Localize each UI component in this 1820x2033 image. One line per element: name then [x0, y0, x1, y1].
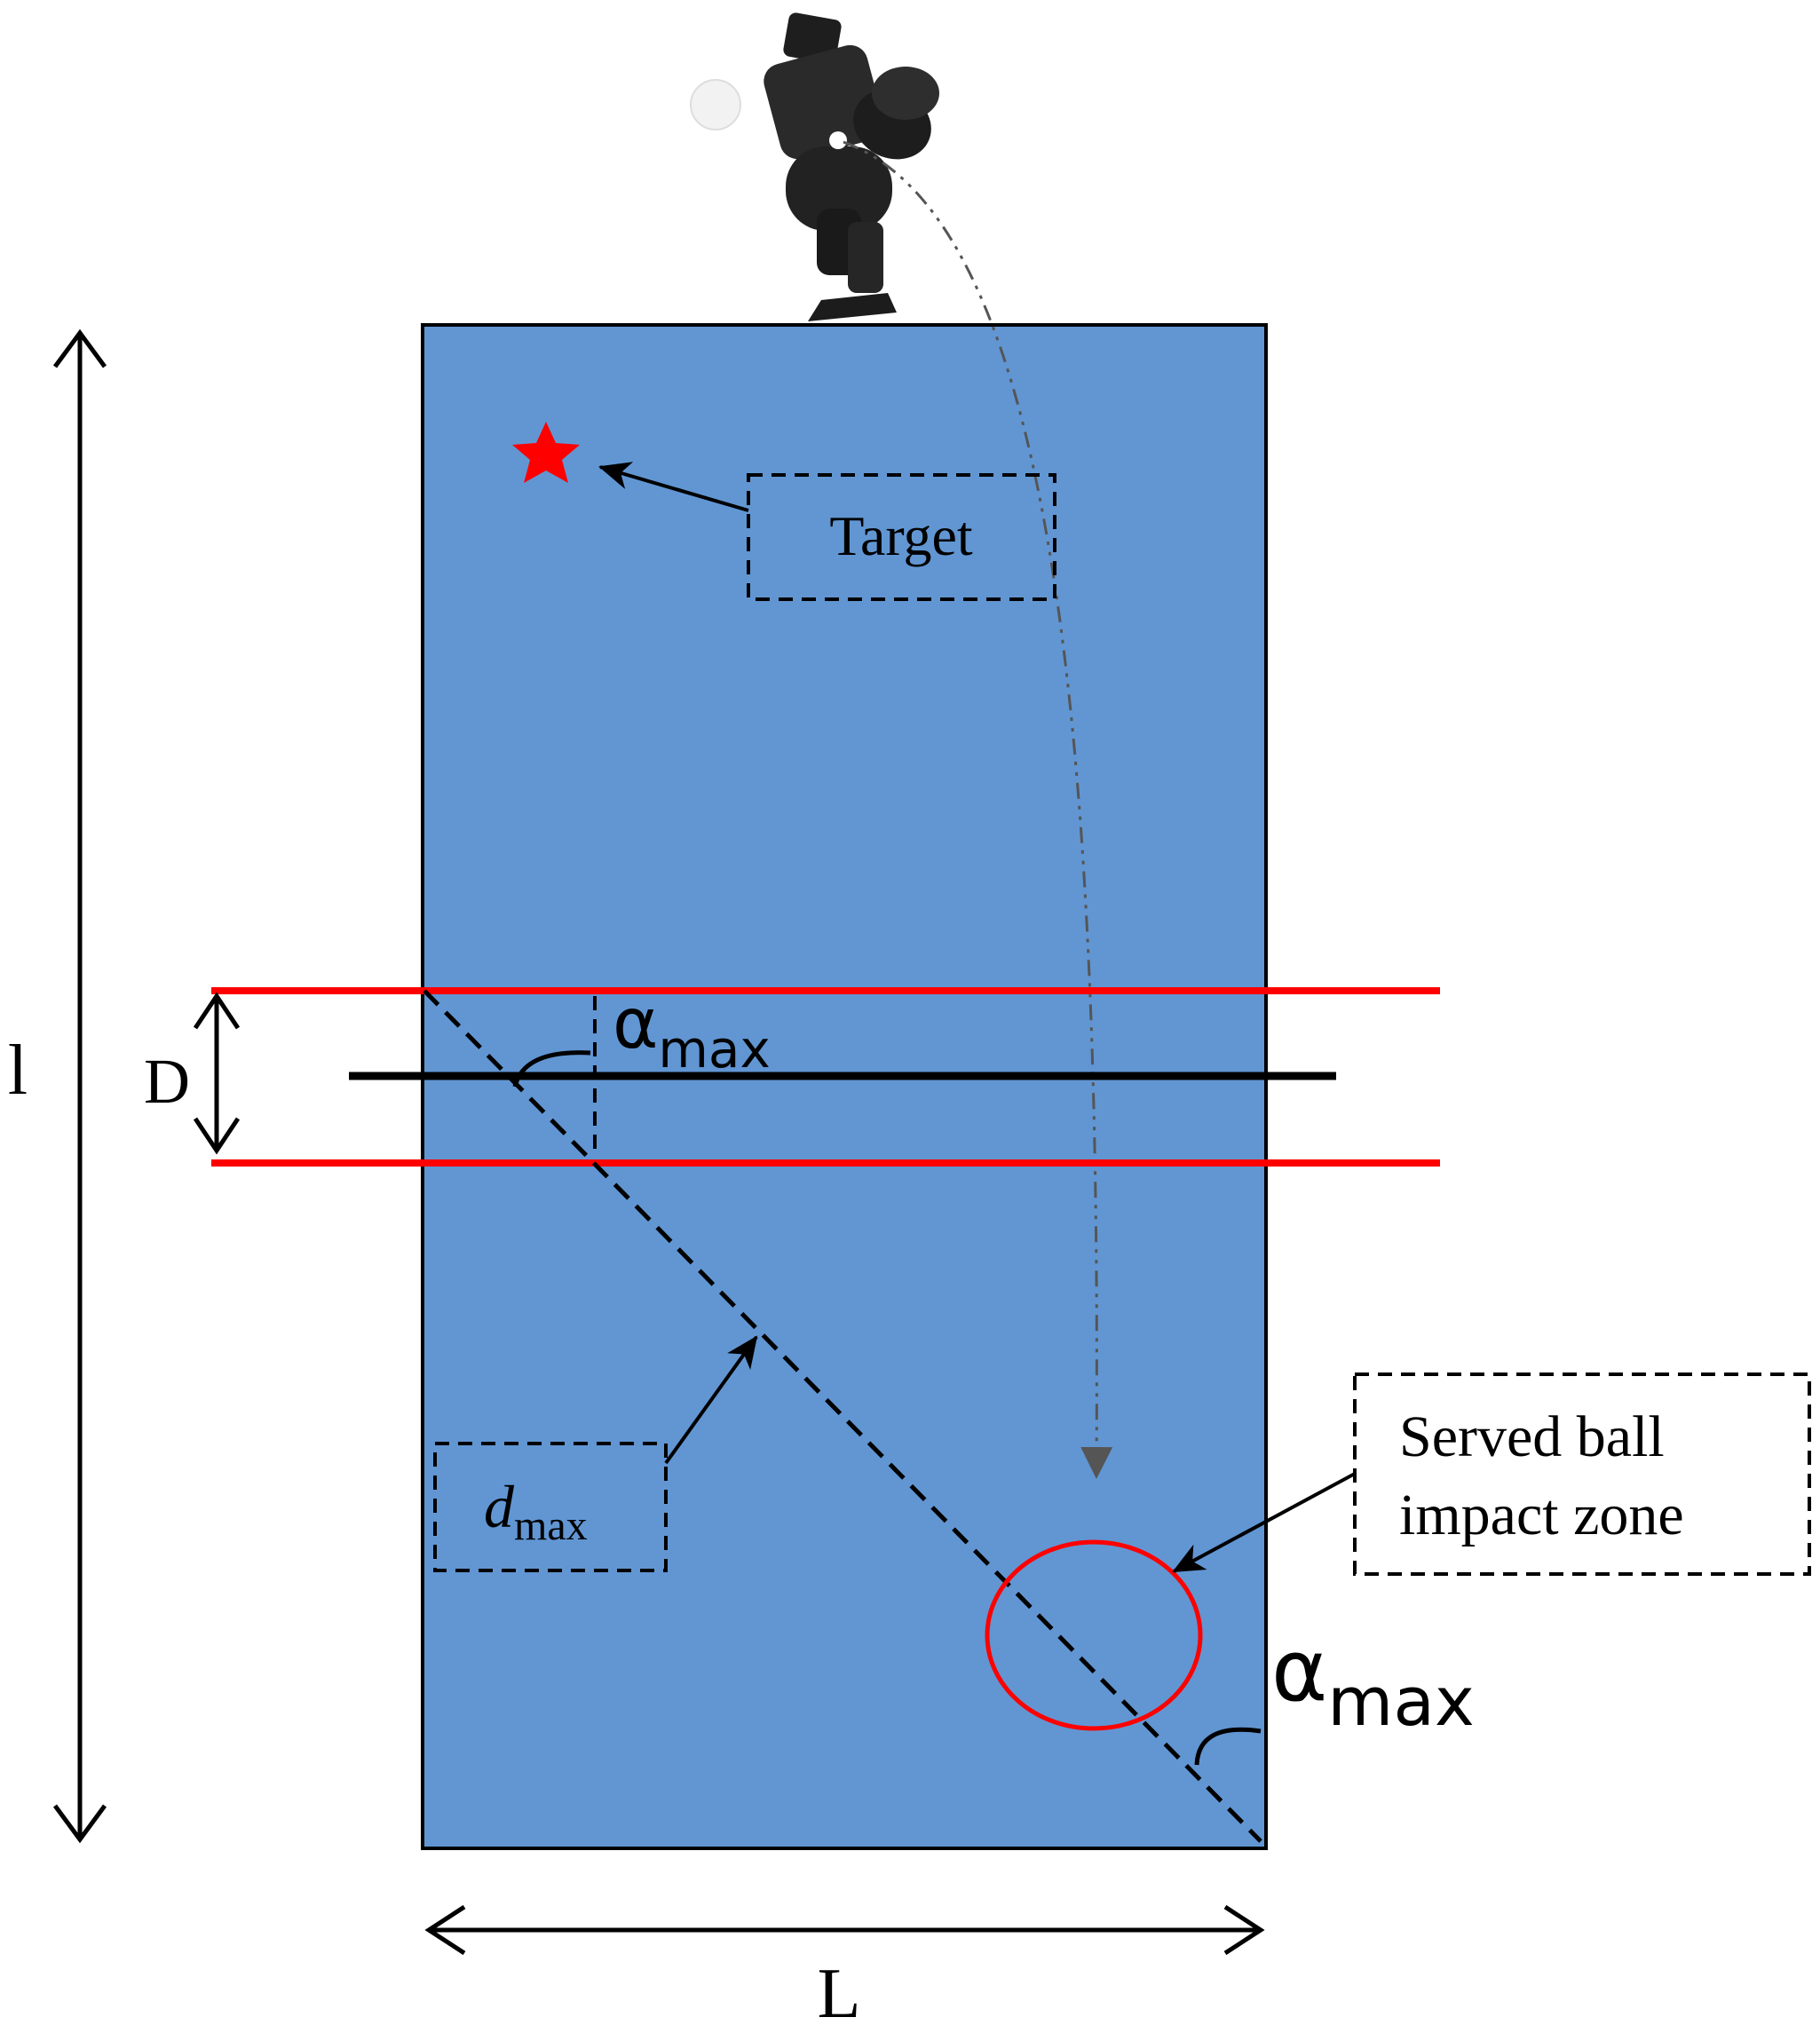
dmax-label: dmax: [484, 1473, 588, 1549]
max-diagonal-line: [423, 989, 1262, 1843]
width-L-label: L: [818, 1955, 861, 2033]
target-label: Target: [829, 504, 973, 567]
lower-alpha-label: αmax: [1271, 1621, 1475, 1741]
served-ball-label-line1: Served ball: [1399, 1404, 1665, 1469]
upper-alpha-label: αmax: [613, 985, 771, 1080]
target-arrow: [598, 462, 749, 512]
star-icon: [512, 422, 580, 483]
upper-angle-arc: [512, 1050, 591, 1088]
dmax-arrow: [664, 1335, 758, 1465]
served-ball-label-line2: impact zone: [1399, 1483, 1684, 1547]
dmax-label-box: [433, 1442, 668, 1572]
length-l-label: l: [8, 1032, 28, 1110]
impact-zone: [985, 1539, 1203, 1731]
dmax-sub: max: [514, 1502, 588, 1549]
served-ball-arrow: [1172, 1472, 1356, 1573]
gap-D-label: D: [144, 1046, 190, 1117]
ball-trajectory: [843, 140, 1113, 1479]
table-surface: [421, 323, 1268, 1850]
upper-alpha-sub: max: [658, 1019, 770, 1080]
lower-alpha-sub: max: [1327, 1662, 1475, 1741]
target-label-box: [747, 473, 1056, 601]
robot-launcher-icon: [690, 12, 939, 321]
lower-angle-arc: [1194, 1727, 1262, 1766]
